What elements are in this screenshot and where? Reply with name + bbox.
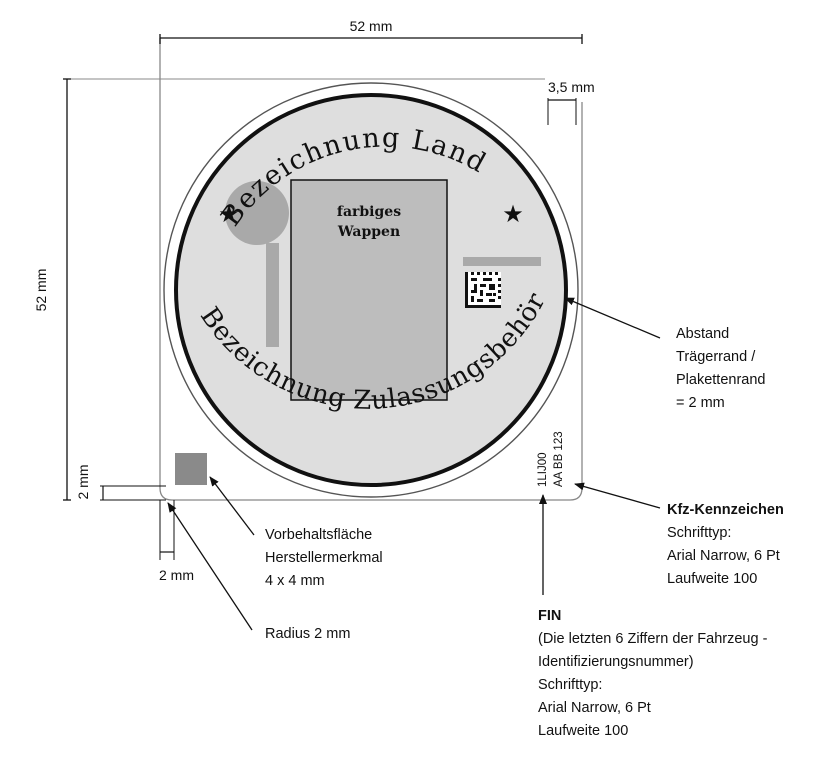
fin-line-5: Laufweite 100 xyxy=(538,723,628,739)
plate-code: AA BB 123 xyxy=(553,431,565,487)
kfz-line-3: Laufweite 100 xyxy=(667,571,757,587)
radius-arrow xyxy=(167,502,253,631)
reserved-arrow xyxy=(209,476,255,536)
distance-line-4: = 2 mm xyxy=(676,395,725,411)
grey-vertical-bar xyxy=(266,243,279,347)
fin-line-2: Identifizierungsnummer) xyxy=(538,654,694,670)
datamatrix-code xyxy=(465,272,501,308)
star-icon-left: ★ xyxy=(218,200,240,228)
star-icon-right: ★ xyxy=(502,200,524,228)
reserved-line-2: Herstellermerkmal xyxy=(265,550,383,566)
distance-line-2: Trägerrand / xyxy=(676,349,756,365)
corner-horizontal-label: 2 mm xyxy=(159,567,194,583)
height-label: 52 mm xyxy=(33,269,49,312)
distance-arrow xyxy=(564,297,661,339)
kfz-title: Kfz-Kennzeichen xyxy=(667,502,784,518)
distance-line-1: Abstand xyxy=(676,326,729,342)
fin-line-4: Arial Narrow, 6 Pt xyxy=(538,700,651,716)
fin-title: FIN xyxy=(538,608,561,624)
radius-label: Radius 2 mm xyxy=(265,626,350,642)
grey-horizontal-bar xyxy=(463,257,541,266)
grey-circle-mark xyxy=(225,181,289,245)
kfz-arrow xyxy=(574,482,661,509)
reserved-area-square xyxy=(175,453,207,485)
margin-label: 3,5 mm xyxy=(548,79,595,95)
width-label: 52 mm xyxy=(350,18,393,34)
corner-vertical-label: 2 mm xyxy=(75,465,91,500)
carrier-outline xyxy=(159,38,583,501)
fin-line-1: (Die letzten 6 Ziffern der Fahrzeug - xyxy=(538,631,768,647)
coat-of-arms-box xyxy=(290,179,448,401)
plaque-outer-ring xyxy=(163,82,579,498)
distance-line-3: Plakettenrand xyxy=(676,372,765,388)
kfz-line-1: Schrifttyp: xyxy=(667,525,731,541)
kfz-line-2: Arial Narrow, 6 Pt xyxy=(667,548,780,564)
reserved-line-1: Vorbehaltsfläche xyxy=(265,527,372,543)
coat-of-arms-line2: Wappen xyxy=(337,224,400,240)
reserved-line-3: 4 x 4 mm xyxy=(265,573,325,589)
fin-line-3: Schrifttyp: xyxy=(538,677,602,693)
fin-code: 1LIJ00 xyxy=(537,452,549,487)
coat-of-arms-line1: farbiges xyxy=(337,204,401,220)
